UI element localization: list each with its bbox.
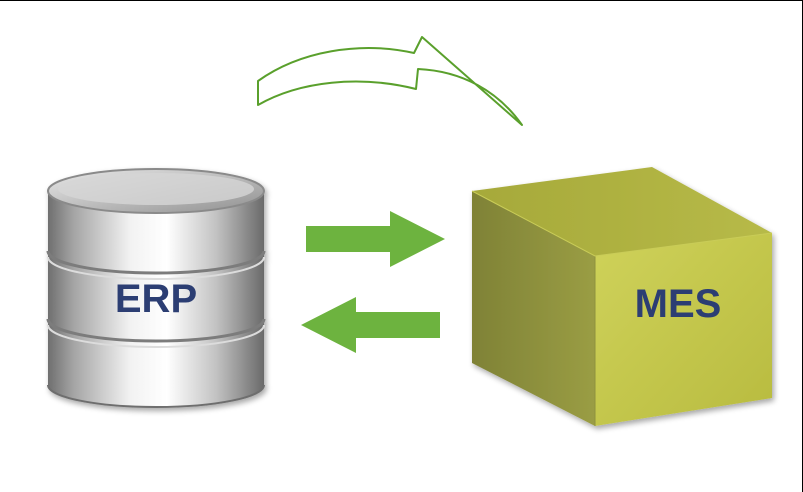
- cube-icon: [471, 167, 773, 426]
- arrow-left-icon: [301, 297, 440, 353]
- arrow-right-icon: [306, 211, 445, 267]
- mes-label: MES: [635, 282, 722, 326]
- database-cylinder-icon: [46, 168, 266, 408]
- erp-label: ERP: [115, 277, 197, 321]
- curved-arrow-icon: [257, 36, 523, 126]
